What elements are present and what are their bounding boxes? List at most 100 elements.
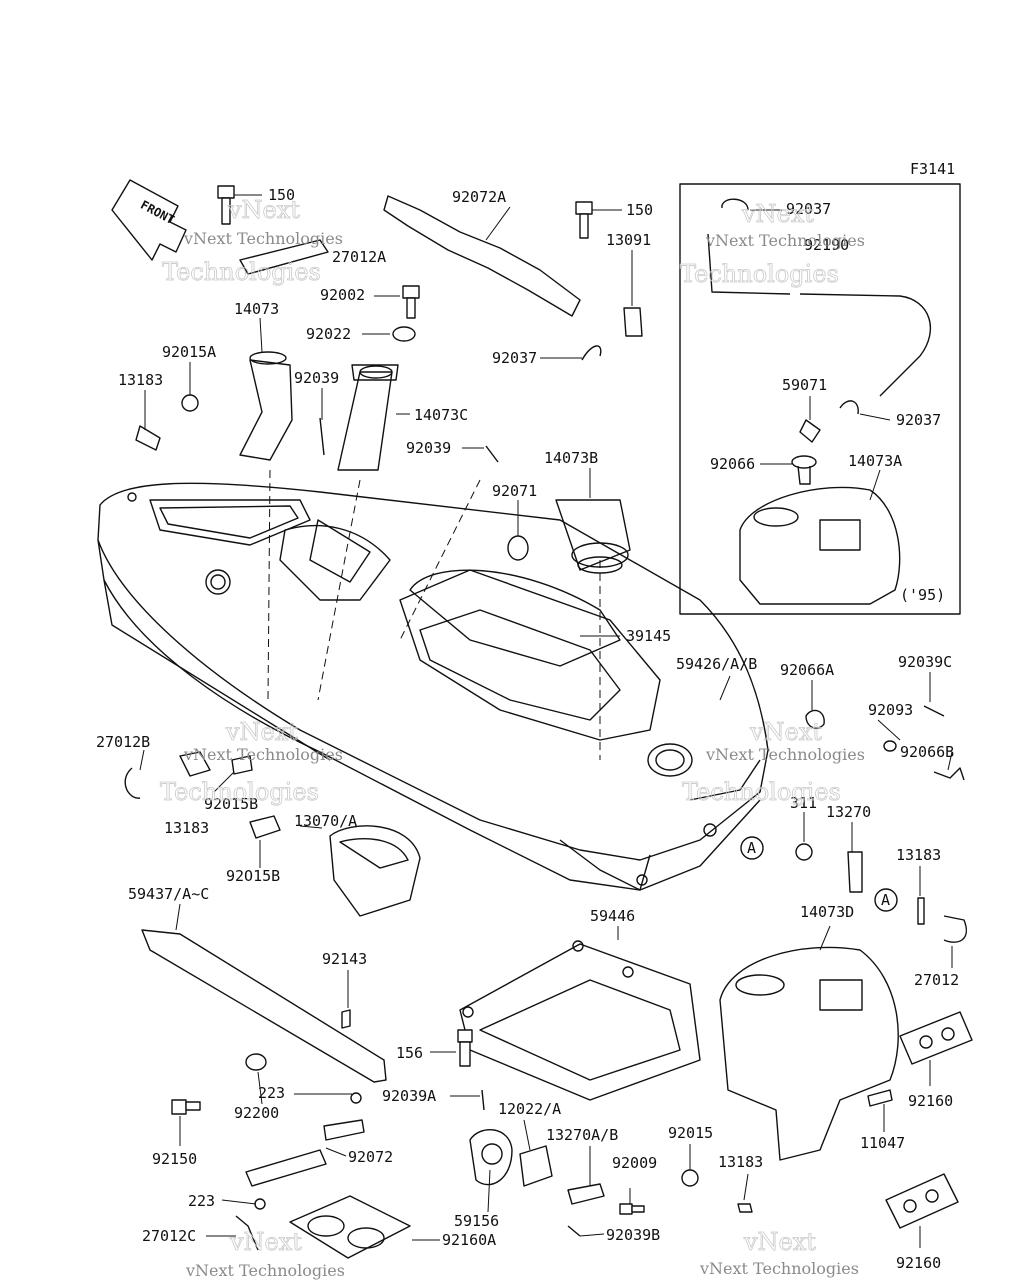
label-14073D: 14073D [800,903,854,921]
label-92039-b: 92039 [406,439,451,457]
cap-92066A [805,709,825,729]
svg-text:vNext Technologies: vNext Technologies [183,229,343,248]
watermark-bottom-right: vNext vNext Technologies [699,1228,859,1278]
label-92015B: 92015B [204,795,258,813]
bolt-150-top [217,185,235,225]
label-92022: 92022 [306,325,351,343]
bolt-92009 [619,1203,645,1215]
bolt-156 [457,1029,473,1067]
label-27012B: 27012B [96,733,150,751]
grommet-92071 [507,535,529,561]
label-92160-bottom: 92160 [896,1254,941,1272]
label-311: 311 [790,794,817,812]
label-39145: 39145 [626,627,671,645]
watermark-top-right: vNext vNext Technologies Technologies [680,200,865,289]
pin-92039C [923,705,945,717]
bolt-92143 [341,1009,351,1029]
plate-92015B [249,815,281,839]
filler-neck-14073C [337,364,399,471]
label-13270: 13270 [826,803,871,821]
strap-92072A [383,195,581,317]
strap-27012A [239,239,329,275]
svg-text:vNext: vNext [743,1228,816,1256]
label-92037: 92037 [492,349,537,367]
plate-13183-top [135,425,161,451]
label-14073: 14073 [234,300,279,318]
bracket-13270AB [567,1183,605,1205]
label-92039C: 92039C [898,653,952,671]
label-92150: 92150 [152,1150,197,1168]
watermark-top-left: vNext vNext Technologies Technologies [162,196,343,287]
label-156: 156 [396,1044,423,1062]
label-150-right: 150 [626,201,653,219]
front-arrow-icon: FRONT [111,179,187,261]
svg-text:vNext Technologies: vNext Technologies [705,231,865,250]
nut-92015A [181,394,199,412]
strap-27012B [124,767,141,799]
washer-92022 [392,326,416,342]
strap-92072 [245,1149,327,1187]
inset-clamp-92037 [839,400,859,415]
label-27012C: 27012C [142,1227,196,1245]
label-92039: 92039 [294,369,339,387]
bolt-150-right [575,201,593,239]
svg-text:vNext: vNext [227,196,300,224]
svg-text:Technologies: Technologies [682,778,841,806]
leader-lines [139,194,953,1248]
plate-92015B-a [231,755,253,775]
duct-14073B [555,499,631,574]
label-92009: 92009 [612,1154,657,1172]
label-92066A: 92066A [780,661,834,679]
label-59156: 59156 [454,1212,499,1230]
gasket-92160-bottom [885,1173,959,1229]
label-92066B: 92066B [900,743,954,761]
label-92160A: 92160A [442,1231,496,1249]
cover-59446 [459,940,701,1101]
svg-text:A: A [747,839,756,857]
plate-13183-right [917,897,925,925]
label-59071: 59071 [782,376,827,394]
watermark-mid-left: vNext vNext Technologies Technologies [160,718,343,807]
label-92066: 92066 [710,455,755,473]
nut-311 [795,843,813,861]
ref-marker-a-1: A [740,836,764,860]
label-92037-inset-right: 92037 [896,411,941,429]
label-92015B-b: 92O15B [226,867,280,885]
plug-92066B [933,767,965,781]
label-92015A: 92015A [162,343,216,361]
figure-code: F3141 [910,160,955,178]
gasket-92160A [289,1195,411,1259]
label-92039B: 92039B [606,1226,660,1244]
svg-text:vNext Technologies: vNext Technologies [705,745,865,764]
inset-tank-14073A [739,486,901,605]
label-92071: 92071 [492,482,537,500]
pin-92039-b [485,445,499,463]
deflector-13070 [329,825,421,917]
label-92160-right: 92160 [908,1092,953,1110]
svg-text:vNext: vNext [229,1228,302,1256]
inset-cap-92066 [791,455,817,485]
label-92093: 92093 [868,701,913,719]
svg-text:vNext: vNext [749,718,822,746]
label-13183-right: 13183 [896,846,941,864]
bolt-11047 [867,1089,893,1107]
label-92037-inset-top: 92037 [786,200,831,218]
label-92015: 92015 [668,1124,713,1142]
clamp-92037 [581,345,602,361]
bolt-92150 [171,1099,201,1115]
label-59446: 59446 [590,907,635,925]
label-92072A: 92072A [452,188,506,206]
label-92200: 92200 [234,1104,279,1122]
pin-92039 [319,417,325,456]
inset-hose-92190 [707,198,931,397]
bolt-92002 [402,285,420,319]
hull [97,482,769,891]
label-11047: 11047 [860,1134,905,1152]
label-92002: 92002 [320,286,365,304]
label-92072: 92072 [348,1148,393,1166]
label-27012: 27012 [914,971,959,989]
nut-92015 [681,1169,699,1187]
svg-text:Technologies: Technologies [680,260,839,288]
part-labels: 150 27012A 92072A 150 13091 92002 92022 … [96,186,959,1272]
